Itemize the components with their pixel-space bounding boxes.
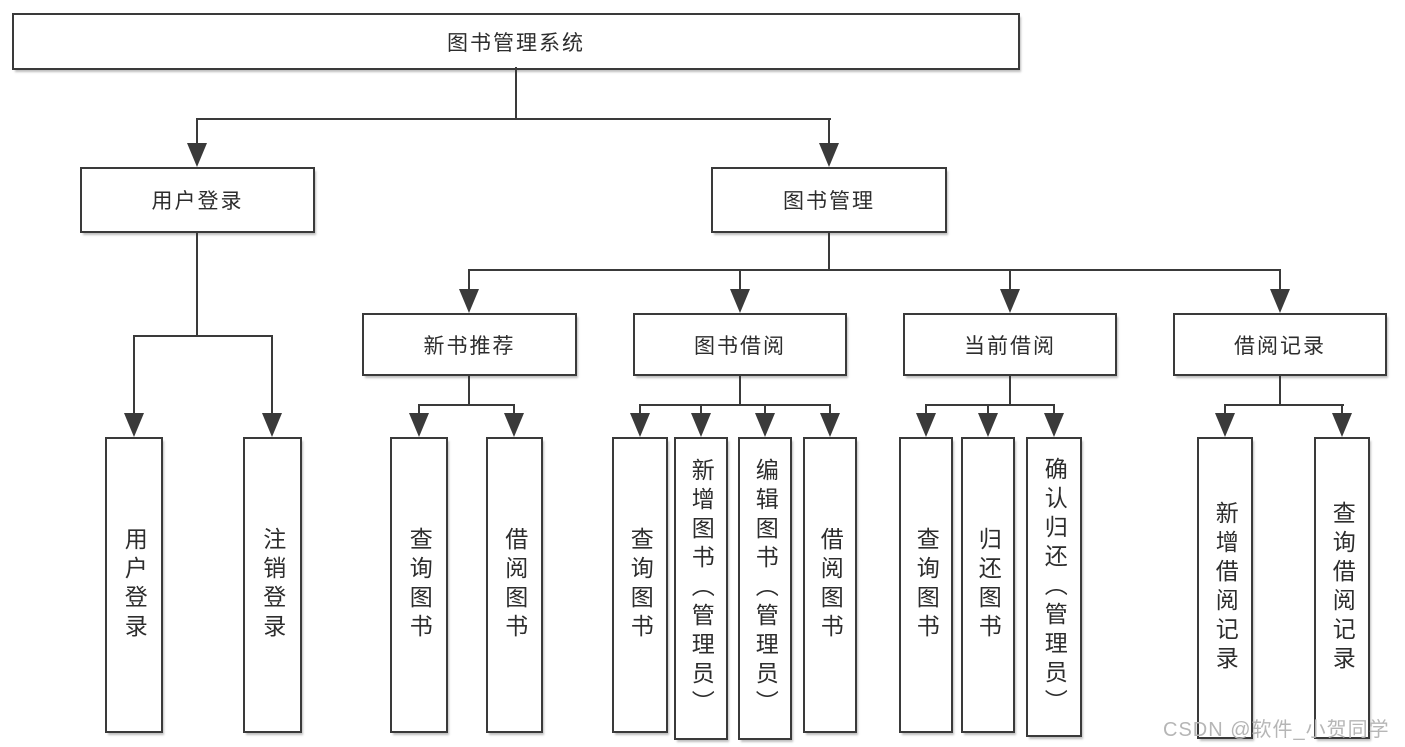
connector-line (1279, 269, 1281, 291)
node-user-login: 用户登录 (80, 167, 315, 233)
leaf-borrow-books-borrowing: 借阅图书 (803, 437, 857, 733)
connector-line (829, 404, 831, 415)
leaf-query-books-current: 查询图书 (899, 437, 953, 733)
connector-line (739, 376, 741, 406)
leaf-label: 新增借阅记录 (1212, 501, 1239, 675)
arrowhead (916, 413, 936, 437)
node-new-book-recommendation: 新书推荐 (362, 313, 577, 376)
leaf-label: 编辑图书（管理员） (752, 458, 779, 719)
connector-line (739, 269, 741, 291)
connector-line (418, 404, 420, 415)
connector-line (828, 118, 830, 145)
connector-line (1279, 376, 1281, 406)
leaf-user-login: 用户登录 (105, 437, 163, 733)
arrowhead (262, 413, 282, 437)
arrowhead (459, 289, 479, 313)
leaf-label: 注销登录 (259, 527, 286, 643)
connector-line (1341, 404, 1343, 415)
node-label: 图书借阅 (694, 334, 786, 358)
connector-line (196, 118, 198, 145)
connector-line (133, 335, 273, 337)
leaf-label: 查询借阅记录 (1329, 501, 1356, 675)
leaf-label: 借阅图书 (817, 527, 844, 643)
leaf-label: 借阅图书 (501, 527, 528, 643)
arrowhead (409, 413, 429, 437)
connector-line (987, 404, 989, 415)
node-library-management-system: 图书管理系统 (12, 13, 1020, 70)
node-label: 图书管理系统 (447, 31, 585, 55)
connector-line (468, 376, 470, 406)
arrowhead (755, 413, 775, 437)
connector-line (271, 335, 273, 415)
leaf-query-books-borrowing: 查询图书 (612, 437, 668, 733)
arrowhead (504, 413, 524, 437)
connector-line (513, 404, 515, 415)
connector-line (1053, 404, 1055, 415)
leaf-label: 查询图书 (627, 527, 654, 643)
leaf-add-borrow-record: 新增借阅记录 (1197, 437, 1253, 739)
node-book-borrowing: 图书借阅 (633, 313, 847, 376)
connector-line (133, 335, 135, 415)
leaf-query-books-recommend: 查询图书 (390, 437, 448, 733)
node-book-management: 图书管理 (711, 167, 947, 233)
arrowhead (691, 413, 711, 437)
node-label: 当前借阅 (964, 334, 1056, 358)
connector-line (468, 269, 470, 291)
connector-line (1224, 404, 1226, 415)
csdn-watermark: CSDN @软件_小贺同学 (1163, 719, 1390, 741)
leaf-label: 用户登录 (121, 527, 148, 643)
arrowhead (819, 143, 839, 167)
leaf-label: 查询图书 (913, 527, 940, 643)
connector-line (196, 233, 198, 337)
node-current-borrowing: 当前借阅 (903, 313, 1117, 376)
node-borrowing-records: 借阅记录 (1173, 313, 1387, 376)
leaf-label: 新增图书（管理员） (688, 458, 715, 719)
arrowhead (1270, 289, 1290, 313)
node-label: 新书推荐 (423, 334, 516, 358)
node-label: 图书管理 (783, 190, 875, 213)
arrowhead (1332, 413, 1352, 437)
connector-line (639, 404, 641, 415)
leaf-label: 归还图书 (975, 527, 1002, 643)
leaf-edit-book-admin: 编辑图书（管理员） (738, 437, 792, 740)
connector-line (925, 404, 927, 415)
arrowhead (820, 413, 840, 437)
leaf-return-book: 归还图书 (961, 437, 1015, 733)
leaf-label: 查询图书 (406, 527, 433, 643)
connector-line (1009, 376, 1011, 406)
arrowhead (1044, 413, 1064, 437)
arrowhead (978, 413, 998, 437)
connector-line (515, 67, 517, 120)
leaf-query-borrow-record: 查询借阅记录 (1314, 437, 1370, 739)
leaf-confirm-return-admin: 确认归还（管理员） (1026, 437, 1082, 737)
leaf-label: 确认归还（管理员） (1041, 456, 1068, 718)
connector-line (828, 233, 830, 271)
node-label: 用户登录 (151, 190, 244, 213)
arrowhead (124, 413, 144, 437)
arrowhead (1215, 413, 1235, 437)
connector-line (1224, 404, 1344, 406)
leaf-borrow-books-recommend: 借阅图书 (486, 437, 543, 733)
leaf-add-book-admin: 新增图书（管理员） (674, 437, 728, 740)
leaf-logout: 注销登录 (243, 437, 302, 733)
arrowhead (1000, 289, 1020, 313)
arrowhead (630, 413, 650, 437)
connector-line (468, 269, 1281, 271)
arrowhead (187, 143, 207, 167)
connector-line (700, 404, 702, 415)
arrowhead (730, 289, 750, 313)
connector-line (196, 118, 831, 120)
connector-line (1009, 269, 1011, 291)
node-label: 借阅记录 (1234, 334, 1326, 358)
connector-line (764, 404, 766, 415)
connector-line (925, 404, 1055, 406)
connector-line (418, 404, 515, 406)
connector-line (639, 404, 831, 406)
